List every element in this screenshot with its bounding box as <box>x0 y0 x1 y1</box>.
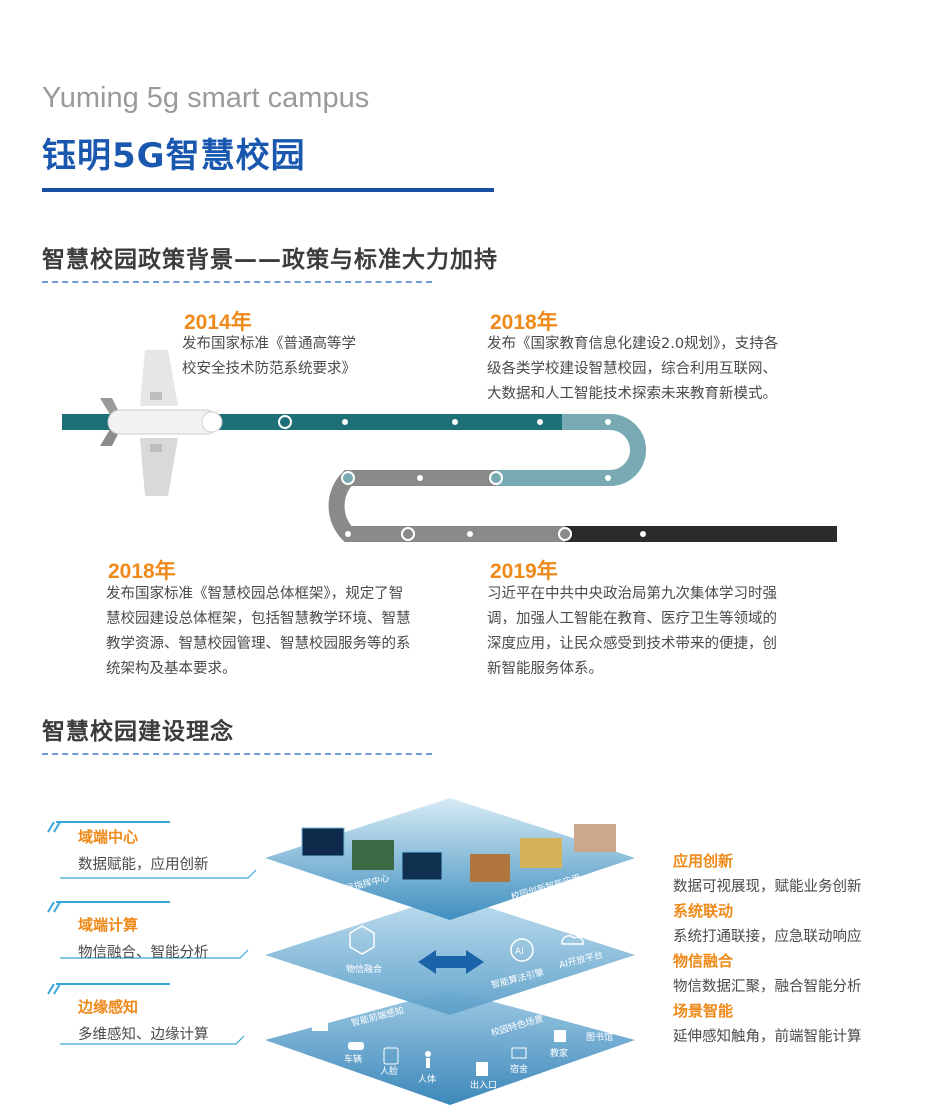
right-item-text-1: 数据可视展现，赋能业务创新 <box>673 879 862 895</box>
track-dot <box>345 531 351 537</box>
policy-section-title: 智慧校园政策背景——政策与标准大力加持 <box>42 247 498 273</box>
concept-section-divider <box>42 753 432 755</box>
track-dot <box>605 419 611 425</box>
layer-domain-center <box>265 798 635 920</box>
layer-edge-perception <box>265 990 635 1105</box>
svg-text:AI: AI <box>515 947 524 957</box>
car-icon <box>348 1042 364 1050</box>
milestone-marker <box>278 415 292 429</box>
left-item-text-2: 物信融合、智能分析 <box>78 945 209 961</box>
policy-text-2018a: 发布《国家教育信息化建设2.0规划》，支持各 级各类学校建设智慧校园，综合利用互… <box>487 336 779 402</box>
policy-year-2014: 2014年 <box>184 311 252 334</box>
track-dot <box>605 475 611 481</box>
right-item-title-1: 应用创新 <box>673 852 734 870</box>
track-segment-grey <box>328 470 565 542</box>
milestone-marker <box>558 527 572 541</box>
camera-icon <box>312 1022 328 1031</box>
policy-timeline-track <box>62 350 837 542</box>
icon-label-classroom: 教家 <box>550 1047 568 1059</box>
page-title: 钰明5G智慧校园 <box>42 136 306 176</box>
dashboard-screens <box>301 824 616 882</box>
left-item-text-1: 数据赋能，应用创新 <box>78 857 209 873</box>
subtitle-english: Yuming 5g smart campus <box>42 82 370 114</box>
face-icon <box>383 1047 399 1065</box>
classroom-icon <box>554 1030 566 1042</box>
title-underline <box>42 188 494 192</box>
library-icon <box>591 1015 605 1029</box>
track-dot <box>467 531 473 537</box>
policy-text-2014: 发布国家标准《普通高等学 校安全技术防范系统要求》 <box>182 336 356 377</box>
milestone-marker <box>401 527 415 541</box>
gate-icon <box>476 1062 488 1076</box>
layer-label-fusion: 物信融合 <box>346 963 382 975</box>
track-dot <box>537 419 543 425</box>
ai-icon: AI <box>510 938 534 962</box>
right-item-text-2: 系统打通联接，应急联动响应 <box>673 929 862 945</box>
track-dot <box>640 531 646 537</box>
track-segment-dark <box>565 526 837 542</box>
left-item-text-3: 多维感知、边缘计算 <box>78 1027 209 1043</box>
right-item-title-4: 场景智能 <box>673 1002 734 1020</box>
icon-label-dorm: 宿舍 <box>510 1063 528 1075</box>
right-item-title-3: 物信融合 <box>673 952 734 970</box>
left-item-title-1: 域端中心 <box>78 828 139 846</box>
airplane-icon <box>100 350 223 496</box>
double-arrow-icon <box>418 950 484 974</box>
milestone-marker <box>489 471 503 485</box>
cloud-icon <box>561 935 584 945</box>
left-item-title-3: 边缘感知 <box>78 998 139 1016</box>
dorm-icon <box>511 1047 527 1059</box>
left-callout-lines <box>47 821 257 1045</box>
policy-text-2019: 习近平在中共中央政治局第九次集体学习时强 调，加强人工智能在教育、医疗卫生等领域… <box>487 586 777 677</box>
track-dot <box>342 419 348 425</box>
person-icon <box>425 1051 431 1068</box>
icon-label-face: 人脸 <box>380 1065 398 1077</box>
policy-section-divider <box>42 281 432 283</box>
left-item-title-2: 域端计算 <box>78 916 139 934</box>
icon-label-body: 人体 <box>418 1073 436 1085</box>
policy-year-2018b: 2018年 <box>108 560 176 583</box>
icon-label-vehicle: 车辆 <box>344 1053 362 1065</box>
track-segment-light <box>496 414 646 486</box>
concept-section-title: 智慧校园建设理念 <box>42 719 234 745</box>
track-dot <box>452 419 458 425</box>
hexagon-icon <box>349 925 375 955</box>
layered-architecture-diagram: 校园营运指挥中心 校园创新智能应用 物信融合 AI 智能算法引擎 AI开放平台 … <box>265 798 635 1105</box>
track-dot <box>417 475 423 481</box>
right-item-title-2: 系统联动 <box>673 902 734 920</box>
layer-edge-computing <box>265 895 635 1015</box>
icon-label-library: 图书馆 <box>586 1031 613 1043</box>
icon-label-entrance: 出入口 <box>470 1079 497 1091</box>
right-item-text-3: 物信数据汇聚，融合智能分析 <box>673 979 862 995</box>
right-item-text-4: 延伸感知触角，前端智能计算 <box>673 1029 862 1045</box>
policy-year-2018a: 2018年 <box>490 311 558 334</box>
policy-year-2019: 2019年 <box>490 560 558 583</box>
milestone-marker <box>341 471 355 485</box>
policy-text-2018b: 发布国家标准《智慧校园总体框架》，规定了智 慧校园建设总体框架，包括智慧教学环境… <box>106 586 411 677</box>
